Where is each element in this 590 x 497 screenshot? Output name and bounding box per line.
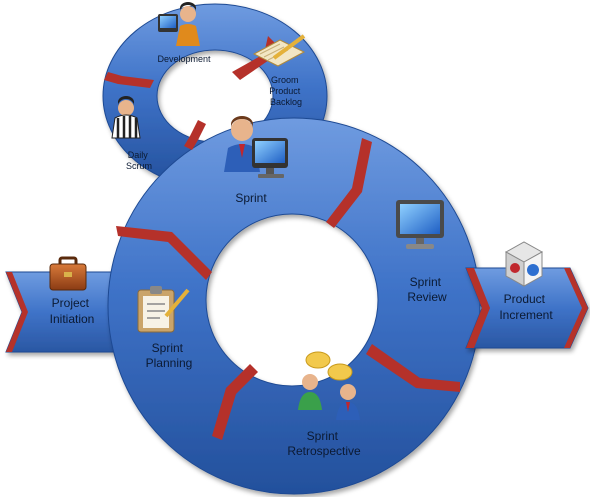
daily-scrum-label: Daily Scrum (126, 150, 152, 171)
developer-at-computer-icon (158, 2, 200, 46)
sprint-planning-label: Sprint Planning (146, 341, 193, 370)
clipboard-icon (137, 286, 190, 333)
people-talking-icon (298, 351, 360, 420)
daily-cycle-separators (104, 36, 276, 150)
sprint-label: Sprint (235, 191, 267, 205)
development-label: Development (157, 54, 211, 64)
notepad-pencil-icon (252, 34, 306, 67)
project-initiation-label: Project Initiation (50, 296, 95, 326)
product-increment-label: Product Increment (499, 292, 553, 322)
monitor-icon (396, 200, 444, 249)
product-box-icon (504, 241, 544, 287)
sprint-review-label: Sprint Review (407, 275, 447, 304)
developer-at-computer-icon (224, 116, 288, 178)
sprint-retrospective-label: Sprint Retrospective (287, 429, 361, 458)
referee-icon (111, 96, 141, 139)
briefcase-icon (49, 256, 87, 291)
sprint-cycle-separators (116, 138, 460, 440)
groom-product-backlog-label: Groom Product Backlog (269, 75, 303, 107)
product-increment-arrow (465, 267, 589, 349)
